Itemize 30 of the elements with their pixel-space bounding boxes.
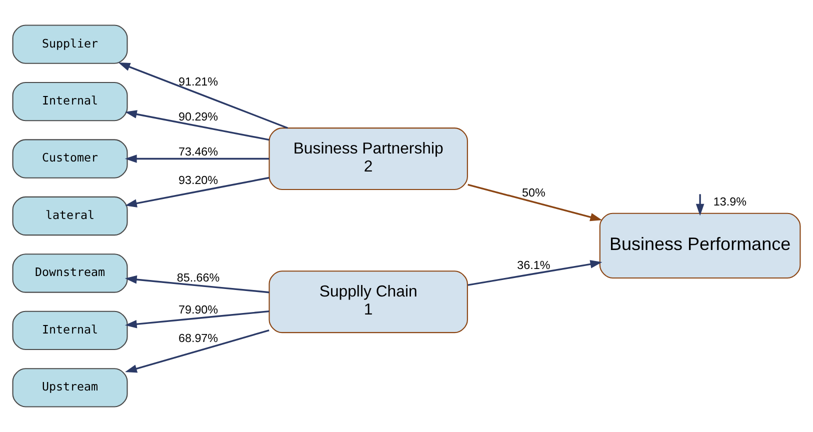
edge-label: 85..66% — [176, 271, 220, 284]
node-box: Internal — [12, 310, 128, 350]
edge-label: 13.9% — [713, 195, 746, 208]
node-box: Internal — [12, 82, 128, 122]
arrow — [468, 184, 602, 222]
edge-label: 90.29% — [178, 110, 218, 124]
edge-label: 36.1% — [517, 258, 550, 272]
arrow — [124, 110, 270, 141]
edge-label: 68.97% — [178, 332, 218, 345]
node-box: lateral — [12, 196, 128, 236]
edge-label: 79.90% — [178, 303, 218, 316]
node-box: Upstream — [12, 368, 128, 408]
node-box: Supplly Chain 1 — [268, 270, 468, 334]
arrow — [124, 176, 270, 208]
arrow — [696, 194, 704, 216]
arrow — [124, 310, 270, 328]
node-box: Business Performance — [599, 212, 801, 279]
edge-label: 91.21% — [178, 75, 218, 88]
edge-label: 93.20% — [178, 174, 218, 187]
arrow — [118, 62, 288, 129]
node-box: Supplier — [12, 24, 128, 64]
arrow — [125, 329, 270, 373]
arrow — [124, 154, 270, 163]
node-box: Downstream — [12, 254, 128, 293]
edge-label: 73.46% — [178, 145, 218, 158]
arrow — [468, 260, 602, 286]
edge-label: 50% — [522, 186, 546, 200]
arrow — [124, 275, 270, 294]
node-box: Customer — [12, 139, 128, 178]
node-box: Business Partnership 2 — [268, 128, 468, 190]
